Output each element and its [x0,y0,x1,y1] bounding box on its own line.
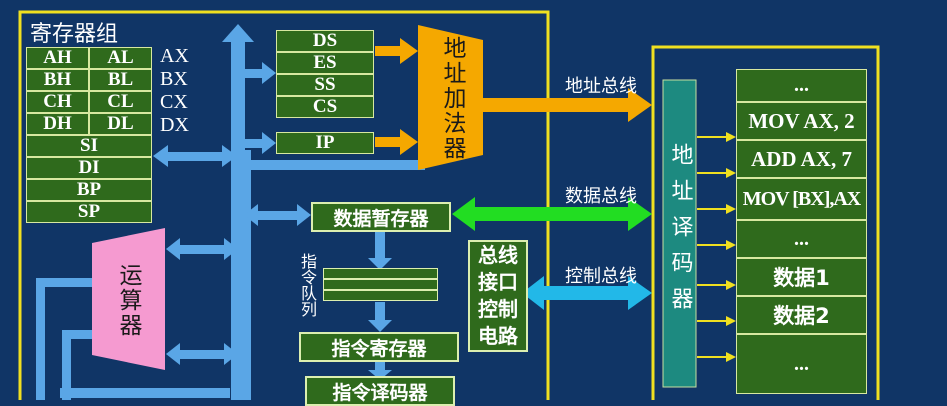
segment-cs: CS [276,96,374,118]
memory-cell: MOV AX, 2 [736,102,867,140]
address-adder-shape [418,25,483,170]
instruction-queue-cell [323,279,438,290]
register-si: SI [26,135,152,157]
register-ch: CH [26,91,89,113]
address-bus-label: 地址总线 [565,76,637,97]
address-decoder-box [662,79,697,388]
label-ax: AX [160,44,189,67]
memory-cell: ... [736,69,867,102]
instruction-decoder: 指令译码器 [305,376,455,406]
register-bl: BL [89,69,152,91]
label-dx: DX [160,113,189,136]
register-sp: SP [26,201,152,223]
instruction-register: 指令寄存器 [299,332,459,362]
memory-cell: 数据2 [736,296,867,334]
alu-label: 运算器 [115,262,141,338]
alu-shape [92,228,165,370]
data-temp-register: 数据暂存器 [311,202,451,232]
ip-register: IP [276,132,374,154]
segment-es: ES [276,52,374,74]
memory-cell: ADD AX, 7 [736,140,867,178]
address-decoder-label: 地址译码器 [667,143,693,323]
control-bus-label: 控制总线 [565,266,637,287]
register-group-title: 寄存器组 [30,22,119,47]
memory-cell: MOV [BX],AX [736,178,867,220]
register-bp: BP [26,179,152,201]
instruction-queue-cell [323,290,438,301]
register-al: AL [89,47,152,69]
control-bus-arrow [522,276,652,310]
segment-ds: DS [276,30,374,52]
adder-arrows [375,38,418,155]
label-bx: BX [160,67,188,90]
register-di: DI [26,157,152,179]
address-adder-label: 地址加法器 [439,35,465,161]
label-cx: CX [160,90,188,113]
instruction-queue-label: 指令队列 [298,253,317,317]
segment-ss: SS [276,74,374,96]
memory-frame [651,45,880,400]
register-bh: BH [26,69,89,91]
memory-cell: 数据1 [736,258,867,296]
bus-interface-control: 总线接口控制电路 [468,240,528,352]
memory-cell: ... [736,220,867,258]
register-dl: DL [89,113,152,135]
register-cl: CL [89,91,152,113]
instruction-queue-cell [323,268,438,279]
address-bus-arrow [483,88,652,122]
data-bus-label: 数据总线 [565,186,637,207]
register-dh: DH [26,113,89,135]
register-ah: AH [26,47,89,69]
data-bus-arrow [452,197,652,231]
decoder-arrows [697,132,736,362]
internal-bus [36,24,425,400]
memory-cell: ... [736,334,867,394]
